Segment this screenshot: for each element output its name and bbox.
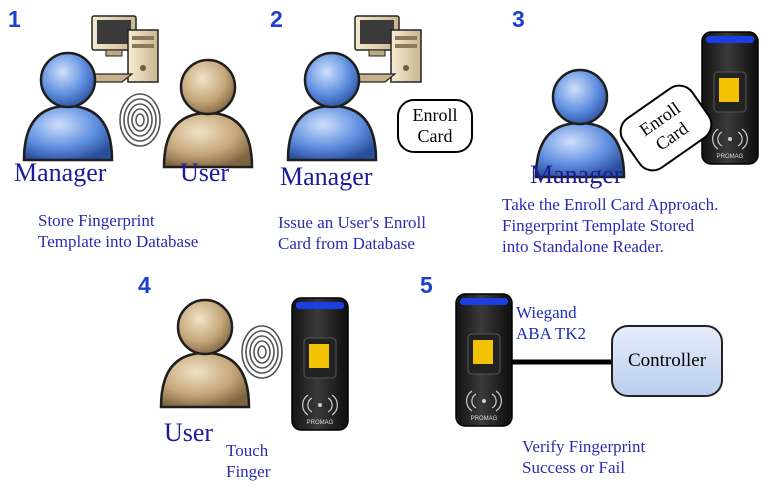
step-2-caption: Issue an User's Enroll Card from Databas… xyxy=(278,212,488,254)
step-number-2: 2 xyxy=(270,6,283,32)
user-icon xyxy=(159,298,251,409)
fingerprint-icon xyxy=(241,325,283,379)
caption-line: Take the Enroll Card Approach. xyxy=(502,195,719,214)
interface-line: ABA TK2 xyxy=(516,324,587,343)
manager-label: Manager xyxy=(14,158,107,187)
enroll-card-icon xyxy=(397,99,473,153)
manager-label: Manager xyxy=(530,160,623,189)
step-number-5: 5 xyxy=(420,272,433,298)
reader-brand: PROMAG xyxy=(470,416,498,422)
step-number-1: 1 xyxy=(8,6,21,32)
caption-line: Fingerprint Template Stored xyxy=(502,216,695,235)
controller-label: Controller xyxy=(627,350,707,371)
caption-line: Success or Fail xyxy=(522,458,625,477)
computer-icon xyxy=(348,15,422,83)
step-3-caption: Take the Enroll Card Approach. Fingerpri… xyxy=(502,194,778,257)
manager-label: Manager xyxy=(280,162,373,191)
reader-icon xyxy=(455,293,513,427)
manager-icon xyxy=(22,51,114,162)
card-line: Card xyxy=(417,126,453,146)
controller-box xyxy=(611,325,723,397)
fingerprint-icon xyxy=(119,93,161,147)
interface-line: Wiegand xyxy=(516,303,577,322)
caption-line: Issue an User's Enroll xyxy=(278,213,427,232)
card-line: Enroll xyxy=(412,105,458,125)
caption-line: Verify Fingerprint xyxy=(522,437,646,456)
caption-line: into Standalone Reader. xyxy=(502,237,664,256)
caption-line: Store Fingerprint xyxy=(38,211,155,230)
step-1-caption: Store Fingerprint Template into Database xyxy=(38,210,268,252)
step-4-caption: Touch Finger xyxy=(226,440,306,482)
manager-icon xyxy=(286,51,378,162)
reader-brand: PROMAG xyxy=(716,154,744,160)
caption-line: Template into Database xyxy=(38,232,199,251)
user-label: User xyxy=(164,418,214,447)
reader-icon xyxy=(701,31,759,165)
user-icon xyxy=(162,58,254,169)
computer-icon xyxy=(85,15,159,83)
caption-line: Card from Database xyxy=(278,234,415,253)
step-number-4: 4 xyxy=(138,272,151,298)
caption-line: Finger xyxy=(226,462,271,481)
user-label: User xyxy=(180,158,230,187)
reader-brand: PROMAG xyxy=(306,420,334,426)
caption-line: Touch xyxy=(226,441,269,460)
interface-label: Wiegand ABA TK2 xyxy=(516,302,586,344)
reader-icon xyxy=(291,297,349,431)
enroll-card-text: Enroll Card xyxy=(398,100,472,152)
step-5-caption: Verify Fingerprint Success or Fail xyxy=(522,436,722,478)
step-number-3: 3 xyxy=(512,6,525,32)
enroll-card-icon xyxy=(619,84,713,172)
